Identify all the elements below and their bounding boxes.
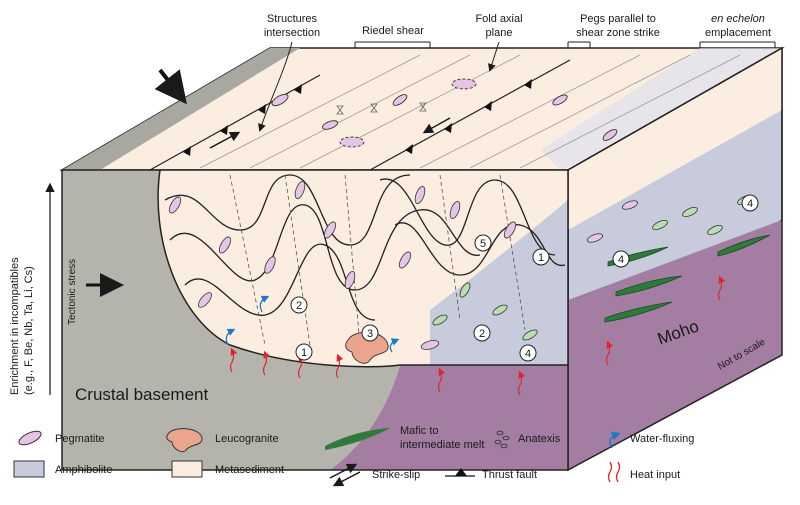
marker-2a: 2 xyxy=(296,300,302,312)
callout-pegs-2: shear zone strike xyxy=(576,27,660,39)
legend-heat-label: Heat input xyxy=(630,469,680,481)
legend-strike-slip: Strike-slip xyxy=(329,463,420,487)
legend: Pegmatite Leucogranite Mafic to intermed… xyxy=(13,425,694,487)
compression-arrow xyxy=(154,68,187,105)
legend-leucogranite-label: Leucogranite xyxy=(215,433,279,445)
callout-fold-1: Fold axial xyxy=(475,13,522,25)
right-face: Moho Not to scale xyxy=(567,46,783,472)
marker-5: 5 xyxy=(480,238,486,250)
legend-leucogranite: Leucogranite xyxy=(166,428,279,453)
top-surface xyxy=(59,47,785,171)
numbered-markers xyxy=(290,194,759,362)
legend-metasediment-label: Metasediment xyxy=(215,464,284,476)
legend-strike-slip-label: Strike-slip xyxy=(372,469,420,481)
legend-mafic-label-2: intermediate melt xyxy=(400,439,484,451)
marker-1b: 1 xyxy=(538,252,544,264)
legend-amphibolite-label: Amphibolite xyxy=(55,464,112,476)
legend-thrust-fault: Thrust fault xyxy=(445,468,537,481)
callout-echelon-1: en echelon xyxy=(711,13,765,25)
tectonic-stress-label: Tectonic stress xyxy=(67,259,78,325)
legend-pegmatite: Pegmatite xyxy=(18,430,105,446)
legend-heat-input: Heat input xyxy=(607,461,680,483)
enrichment-label-1: Enrichment in incompatibles xyxy=(9,257,21,395)
legend-water-fluxing: Water-fluxing xyxy=(609,431,694,449)
callout-structures-2: intersection xyxy=(264,27,320,39)
callout-fold-2: plane xyxy=(486,27,513,39)
callout-riedel: Riedel shear xyxy=(362,25,424,37)
legend-pegmatite-label: Pegmatite xyxy=(55,433,105,445)
callout-structures-1: Structures xyxy=(267,13,318,25)
callouts: Structures intersection Riedel shear Fol… xyxy=(264,13,771,39)
callout-echelon-2: emplacement xyxy=(705,27,771,39)
marker-4a: 4 xyxy=(525,348,531,360)
marker-4b: 4 xyxy=(618,254,624,266)
legend-amphibolite: Amphibolite xyxy=(13,460,112,478)
marker-2b: 2 xyxy=(479,328,485,340)
enrichment-label-2: (e.g., F, Be, Nb, Ta, Li, Cs) xyxy=(23,266,35,395)
marker-3: 3 xyxy=(367,328,373,340)
crustal-basement-label: Crustal basement xyxy=(75,385,209,404)
legend-metasediment: Metasediment xyxy=(171,460,284,478)
legend-water-label: Water-fluxing xyxy=(630,433,694,445)
legend-mafic: Mafic to intermediate melt xyxy=(325,425,484,451)
front-face: Crustal basement xyxy=(61,169,726,471)
legend-thrust-label: Thrust fault xyxy=(482,469,537,481)
legend-anatexis-label: Anatexis xyxy=(518,433,561,445)
marker-4c: 4 xyxy=(747,198,753,210)
enrichment-axis: Enrichment in incompatibles (e.g., F, Be… xyxy=(9,182,78,395)
callout-pegs-1: Pegs parallel to xyxy=(580,13,656,25)
legend-anatexis: Anatexis xyxy=(494,430,561,449)
legend-mafic-label-1: Mafic to xyxy=(400,425,439,437)
marker-1a: 1 xyxy=(301,347,307,359)
